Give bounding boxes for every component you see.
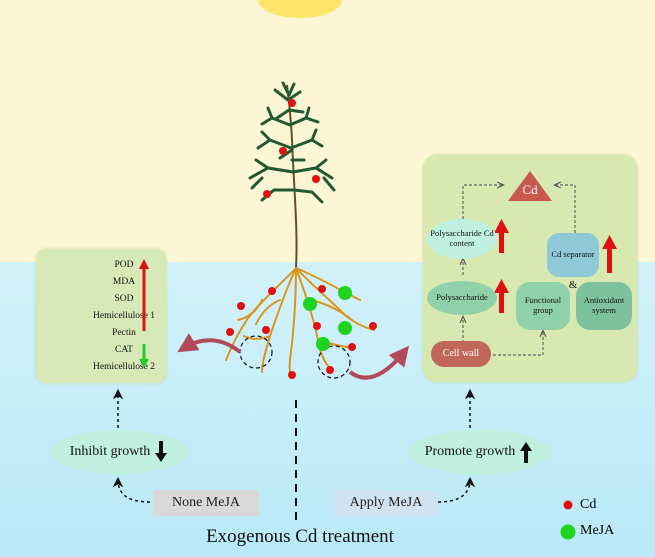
polysaccharide-node: Polysaccharide <box>427 281 497 315</box>
cd-triangle <box>508 171 552 201</box>
left-item-hemicellulose-2: Hemicellulose 2 <box>93 362 155 372</box>
cd-triangle-label: Cd <box>522 181 538 197</box>
sun <box>258 0 342 18</box>
meja-dot <box>303 297 317 311</box>
left-panel-arrows <box>139 259 149 368</box>
legend-meja-label: MeJA <box>580 523 615 538</box>
cd-dot <box>268 287 276 295</box>
down-arrow-icon <box>155 441 168 462</box>
apply-meja-box: Apply MeJA <box>334 490 438 516</box>
left-item-cat: CAT <box>115 345 133 355</box>
none-meja-to-inhibit-arrow <box>112 476 151 503</box>
polysaccharide-cd-content-node: Polysaccharide Cd content <box>427 219 497 259</box>
cd-dot <box>313 322 321 330</box>
cd-dot <box>369 322 377 330</box>
left-effects-panel: POD MDA SOD Hemicellulose 1 Pectin CAT H… <box>36 249 166 383</box>
up-arrow-icon <box>520 442 533 463</box>
sun-glow <box>180 0 420 55</box>
left-item-mda: MDA <box>112 277 136 287</box>
cd-dot <box>312 175 320 183</box>
functional-group-node: Functional group <box>516 282 570 330</box>
cd-dot <box>237 302 245 310</box>
left-curved-arrow <box>177 333 242 354</box>
promote-growth-node: Promote growth <box>408 430 550 474</box>
cd-dot <box>318 285 326 293</box>
promote-growth-label: Promote growth <box>424 444 516 459</box>
legend-cd-dot <box>563 500 573 510</box>
right-curved-arrow <box>348 345 409 380</box>
left-item-hemicellulose-1: Hemicellulose 1 <box>93 311 155 321</box>
meja-dot <box>316 337 330 351</box>
inhibit-growth-node: Inhibit growth <box>50 430 188 474</box>
ampersand-label: & <box>568 278 578 291</box>
cd-dot <box>288 371 296 379</box>
left-item-pectin: Pectin <box>112 328 136 338</box>
plant-leaves <box>248 81 336 204</box>
cell-wall-node: Cell wall <box>431 341 491 367</box>
right-up-arrows <box>494 219 617 313</box>
right-mechanism-panel: Polysaccharide Cd content Polysaccharide… <box>423 155 637 382</box>
cd-separator-node: Cd separator <box>547 233 599 277</box>
cd-dot <box>262 326 270 334</box>
cd-dot <box>288 99 296 107</box>
inhibit-growth-label: Inhibit growth <box>69 444 151 459</box>
cd-dot <box>326 366 334 374</box>
cd-dot <box>279 147 287 155</box>
legend-cd-label: Cd <box>580 497 597 512</box>
none-meja-box: None MeJA <box>153 490 259 516</box>
antioxidant-system-node: Antioxidant system <box>576 282 632 330</box>
cd-dot <box>263 190 271 198</box>
meja-dot <box>338 321 352 335</box>
cd-dot <box>226 328 234 336</box>
legend-markers <box>560 500 576 540</box>
right-panel-flow <box>423 171 617 356</box>
meja-dot <box>338 286 352 300</box>
legend-meja-dot <box>560 524 576 540</box>
apply-meja-to-promote-arrow <box>437 476 476 503</box>
left-item-sod: SOD <box>114 294 134 304</box>
left-item-pod: POD <box>114 260 134 270</box>
cd-dot <box>348 343 356 351</box>
treatment-caption: Exogenous Cd treatment <box>206 526 394 547</box>
root-zoom-circle-right <box>317 345 351 379</box>
